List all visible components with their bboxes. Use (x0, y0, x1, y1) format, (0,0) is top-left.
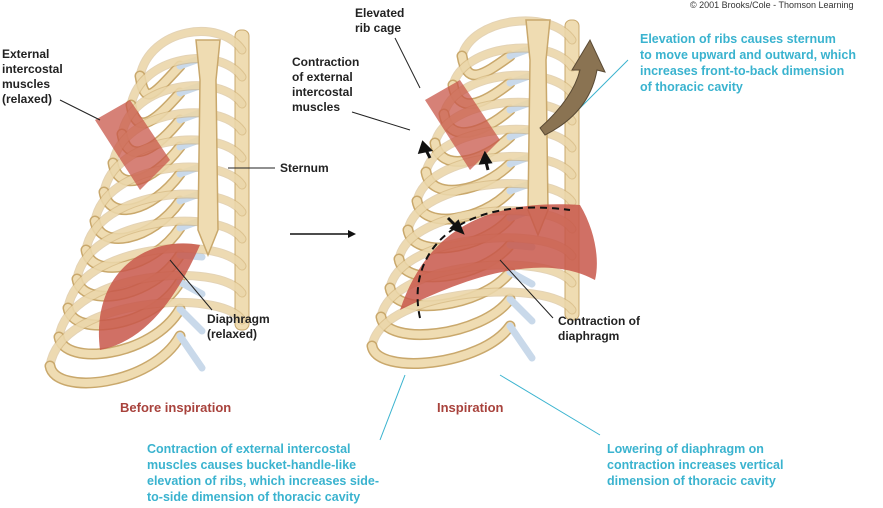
caption-inspiration: Inspiration (437, 400, 504, 415)
caption-before-inspiration: Before inspiration (120, 400, 232, 415)
note-leader-lines (379, 59, 629, 441)
external-intercostal-muscle (95, 100, 170, 190)
costal-cartilage (176, 332, 206, 372)
rib (55, 305, 184, 358)
rib-back (91, 163, 246, 225)
label-external-intercostal-relaxed: External intercostal muscles (relaxed) (2, 47, 63, 106)
costal-cartilage (506, 322, 536, 362)
rib-back (422, 125, 576, 176)
rib-back (136, 27, 246, 80)
label-diaphragm-relaxed: Diaphragm (relaxed) (207, 312, 270, 341)
rib-back (127, 55, 246, 109)
note-diaphragm-lowering: Lowering of diaphragm on contraction inc… (607, 442, 784, 488)
costal-cartilage (176, 278, 206, 298)
relaxed-diaphragm-outline (416, 206, 571, 319)
label-contraction-external-intercostal: Contraction of external intercostal musc… (292, 55, 360, 114)
transition-arrow-icon (290, 230, 356, 238)
costal-cartilage (176, 305, 206, 335)
note-sternum-elevation: Elevation of ribs causes sternum to move… (640, 32, 856, 94)
costal-cartilage (506, 268, 536, 288)
rib-back (458, 17, 576, 60)
leader-lines (59, 37, 554, 319)
rib-back (368, 288, 576, 350)
diaphragm (400, 204, 597, 310)
rib-back (73, 217, 246, 283)
label-sternum: Sternum (280, 161, 329, 175)
note-intercostal-contraction: Contraction of external intercostal musc… (147, 442, 380, 504)
rib-cage-inspiration (366, 16, 597, 369)
rib-back (82, 190, 246, 254)
diaphragm (98, 243, 200, 350)
rib-cage-before-inspiration (44, 26, 250, 389)
movement-arrow-icon (417, 140, 493, 235)
external-intercostal-muscle (425, 80, 500, 170)
rib-back (404, 180, 576, 234)
rib (46, 332, 184, 387)
label-elevated-rib-cage: Elevated rib cage (355, 6, 405, 35)
sternum-upward-arrow-icon (539, 38, 606, 136)
rib-back (449, 44, 576, 89)
label-contraction-diaphragm: Contraction of diaphragm (558, 314, 640, 343)
sternum (195, 39, 221, 258)
rib-back (413, 153, 576, 205)
rib (368, 322, 514, 368)
costal-cartilage (506, 295, 536, 325)
rib-back (100, 136, 246, 196)
copyright-notice: © 2001 Brooks/Cole - Thomson Learning (690, 0, 854, 10)
